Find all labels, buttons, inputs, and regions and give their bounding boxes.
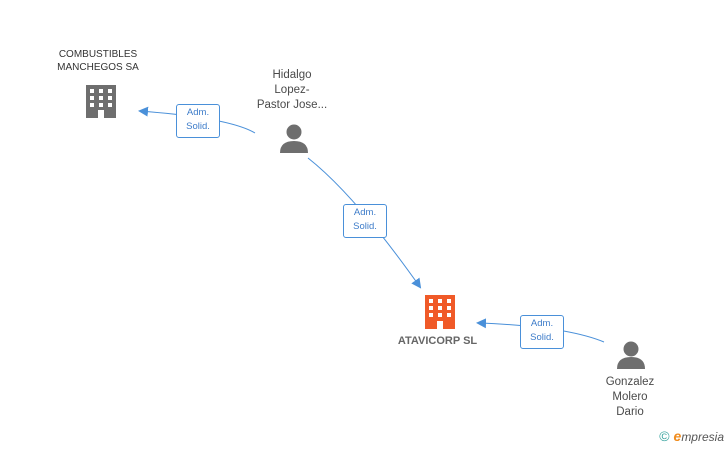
role-line-2: Solid.: [353, 221, 377, 232]
company-name-line-1: COMBUSTIBLES: [58, 49, 138, 60]
company-name: ATAVICORP SL: [397, 335, 478, 347]
empresia-logo: empresia: [674, 428, 724, 444]
role-line-2: Solid.: [530, 332, 554, 343]
copyright-symbol: ©: [659, 428, 670, 444]
empresia-brand[interactable]: © empresia: [659, 428, 724, 444]
person-name-line-3: Pastor Jose...: [256, 99, 328, 111]
role-line-2: Solid.: [186, 121, 210, 132]
person-icon[interactable]: [617, 341, 645, 370]
person-name-line-2: Molero: [612, 391, 648, 403]
person-name-line-3: Dario: [616, 406, 644, 418]
company-label-atavicorp[interactable]: ATAVICORP SL: [380, 334, 495, 348]
role-line-1: Adm.: [353, 207, 377, 218]
person-name-line-1: Gonzalez: [605, 376, 655, 388]
person-label-hidalgo[interactable]: Hidalgo Lopez- Pastor Jose...: [242, 68, 342, 113]
edge-label-hidalgo-combustibles[interactable]: Adm. Solid.: [176, 104, 220, 138]
person-label-gonzalez[interactable]: Gonzalez Molero Dario: [590, 375, 670, 420]
main-building-icon[interactable]: [425, 295, 455, 329]
person-icon[interactable]: [280, 124, 308, 154]
person-name-line-2: Lopez-: [274, 84, 310, 96]
logo-e: e: [673, 428, 682, 444]
company-label-combustibles[interactable]: COMBUSTIBLES MANCHEGOS SA: [38, 48, 158, 74]
role-line-1: Adm.: [186, 107, 210, 118]
edge-label-hidalgo-atavicorp[interactable]: Adm. Solid.: [343, 204, 387, 238]
person-name-line-1: Hidalgo: [272, 69, 312, 81]
edge-label-gonzalez-atavicorp[interactable]: Adm. Solid.: [520, 315, 564, 349]
building-icon[interactable]: [86, 85, 116, 118]
logo-word: mpresia: [681, 430, 724, 444]
company-name-line-2: MANCHEGOS SA: [57, 62, 139, 73]
role-line-1: Adm.: [530, 318, 554, 329]
